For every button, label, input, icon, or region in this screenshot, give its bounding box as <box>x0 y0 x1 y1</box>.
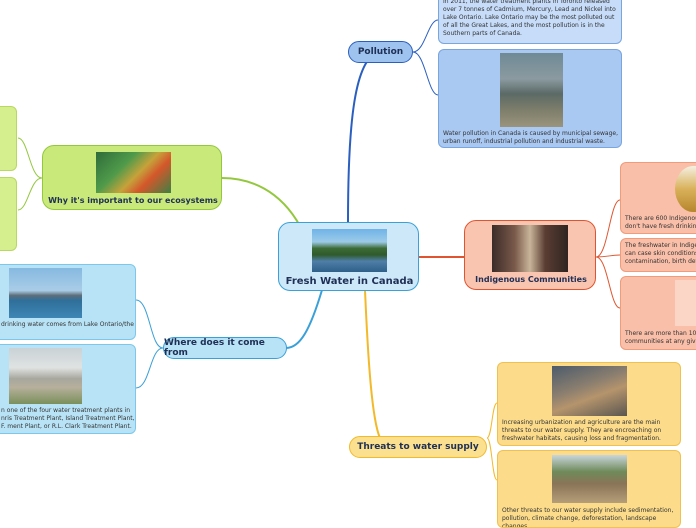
card-indigenous-1[interactable]: There are 600 Indigenous c don't have fr… <box>620 162 696 234</box>
branch-source-label: Where does it come from <box>164 338 265 358</box>
treatment-plant-image <box>9 348 82 404</box>
urban-sprawl-image <box>552 366 627 416</box>
branch-ecosystems-label: Why it's important to our ecosystems <box>48 196 218 205</box>
fish-image <box>96 152 171 193</box>
card-source-1[interactable]: drinking water comes from Lake Ontario/t… <box>0 264 136 340</box>
deforestation-image <box>552 455 627 503</box>
card-pollution-1-text: In 2011, the water treatment plants in T… <box>443 0 616 37</box>
card-pollution-2[interactable]: Water pollution in Canada is caused by m… <box>438 49 622 148</box>
card-threats-2[interactable]: Other threats to our water supply includ… <box>497 450 681 528</box>
river-image <box>312 229 387 272</box>
card-indigenous-2[interactable]: The freshwater in Indigen it can case sk… <box>620 238 696 272</box>
card-source-2[interactable]: n one of the four water treatment plants… <box>0 344 136 434</box>
toronto-skyline-image <box>9 268 82 318</box>
branch-threats[interactable]: Threats to water supply <box>349 436 487 458</box>
branch-ecosystems[interactable]: Why it's important to our ecosystems <box>42 145 222 210</box>
branch-threats-label: Threats to water supply <box>357 442 479 452</box>
card-indigenous-3-text: There are more than 100 communities at a… <box>625 330 696 345</box>
card-ecosystems-2[interactable] <box>0 177 17 251</box>
central-topic[interactable]: Fresh Water in Canada <box>278 222 419 291</box>
card-source-2-text: n one of the four water treatment plants… <box>1 407 135 430</box>
card-ecosystems-1[interactable] <box>0 106 17 171</box>
card-source-1-text: drinking water comes from Lake Ontario/t… <box>1 321 134 328</box>
card-pollution-2-text: Water pollution in Canada is caused by m… <box>443 130 619 145</box>
card-threats-1-text: Increasing urbanization and agriculture … <box>502 419 662 442</box>
garbage-shore-image <box>500 53 563 127</box>
card-pollution-1[interactable]: In 2011, the water treatment plants in T… <box>438 0 622 44</box>
branch-source[interactable]: Where does it come from <box>163 337 287 359</box>
branch-pollution-label: Pollution <box>357 47 404 57</box>
branch-indigenous-label: Indigenous Communities <box>475 275 587 284</box>
central-title: Fresh Water in Canada <box>285 276 414 287</box>
card-threats-2-text: Other threats to our water supply includ… <box>502 507 674 528</box>
card-indigenous-3[interactable]: There are more than 100 communities at a… <box>620 276 696 350</box>
branch-pollution[interactable]: Pollution <box>348 41 413 63</box>
water-glass-image <box>675 166 696 212</box>
card-indigenous-2-text: The freshwater in Indigen it can case sk… <box>625 242 696 265</box>
indigenous-leaders-image <box>492 225 568 272</box>
card-threats-1[interactable]: Increasing urbanization and agriculture … <box>497 362 681 446</box>
indigenous-image-3 <box>675 280 696 326</box>
branch-indigenous[interactable]: Indigenous Communities <box>464 220 596 290</box>
card-indigenous-1-text: There are 600 Indigenous c don't have fr… <box>625 215 696 230</box>
